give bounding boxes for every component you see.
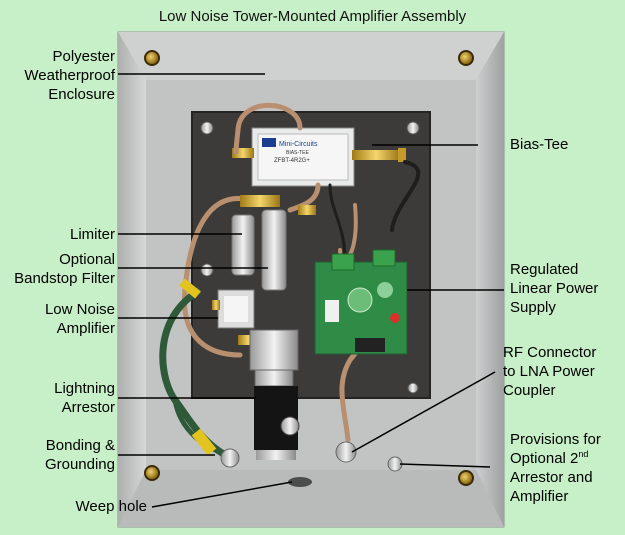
rf-components <box>212 195 316 345</box>
label-provisions-line2-text: Optional 2 <box>510 450 579 467</box>
label-provisions-line3: Arrestor and <box>510 469 593 486</box>
bottom-hardware <box>220 441 403 487</box>
label-enclosure-line2: Weatherproof <box>24 67 115 84</box>
label-bonding: Bonding & Grounding <box>45 436 115 474</box>
label-provisions-line1: Provisions for <box>510 431 601 448</box>
label-provisions-superscript: nd <box>578 449 589 459</box>
label-enclosure: Polyester Weatherproof Enclosure <box>24 47 115 104</box>
bias-tee-type: BIAS-TEE <box>286 150 309 156</box>
label-enclosure-line3: Enclosure <box>48 86 115 103</box>
label-rf-connector-line3: Coupler <box>503 382 556 399</box>
leader-lines <box>118 73 504 508</box>
label-lna-line1: Low Noise <box>44 301 115 318</box>
label-bandstop: Optional Bandstop Filter <box>14 250 115 288</box>
bias-tee-model: ZFBT-4R2G+ <box>274 158 310 164</box>
label-power-supply: Regulated Linear Power Supply <box>510 260 598 317</box>
label-arrestor-line1: Lightning <box>54 380 115 397</box>
bias-tee-brand: Mini-Circuits <box>279 141 318 148</box>
label-rf-connector-line2: to LNA Power <box>503 363 595 380</box>
label-provisions: Provisions for Optional 2nd Arrestor and… <box>510 430 601 506</box>
power-supply-board <box>314 249 408 355</box>
label-arrestor-line2: Arrestor <box>61 399 115 416</box>
label-power-supply-line2: Linear Power <box>510 280 599 297</box>
label-enclosure-line1: Polyester <box>52 48 115 65</box>
label-bias-tee: Bias-Tee <box>510 136 569 153</box>
label-bonding-line2: Grounding <box>44 456 115 473</box>
corner-screw-icons <box>144 50 474 486</box>
label-bandstop-line1: Optional <box>59 251 115 268</box>
label-lna-line2: Amplifier <box>56 320 115 337</box>
label-limiter: Limiter <box>69 226 115 243</box>
lightning-arrestor <box>249 329 300 460</box>
label-lna: Low Noise Amplifier <box>45 300 115 338</box>
label-provisions-line2: Optional 2nd <box>510 449 601 468</box>
diagram-title: Low Noise Tower-Mounted Amplifier Assemb… <box>158 8 467 25</box>
bias-tee-device: Mini-Circuits BIAS-TEE ZFBT-4R2G+ <box>232 127 406 187</box>
label-provisions-line4: Amplifier <box>510 488 569 505</box>
label-rf-connector: RF Connector to LNA Power Coupler <box>503 343 596 400</box>
label-bandstop-line2: Bandstop Filter <box>14 270 115 287</box>
label-power-supply-line3: Supply <box>510 299 556 316</box>
label-bonding-line1: Bonding & <box>45 437 115 454</box>
label-rf-connector-line1: RF Connector <box>503 344 597 361</box>
label-power-supply-line1: Regulated <box>510 261 579 278</box>
label-arrestor: Lightning Arrestor <box>54 379 115 417</box>
label-weep: Weep hole <box>75 498 147 515</box>
